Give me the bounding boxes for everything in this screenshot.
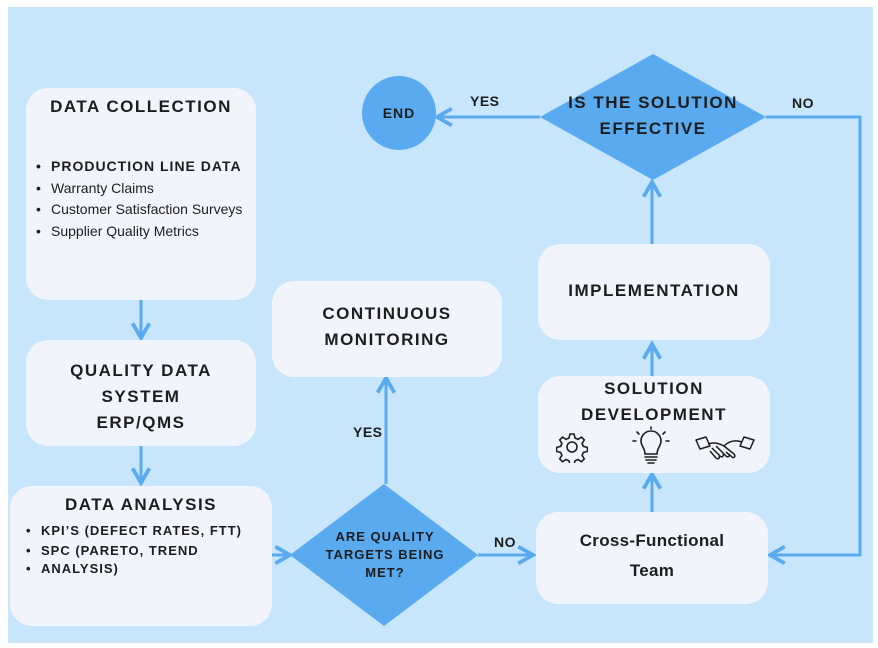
lightbulb-icon [632,426,670,464]
decision-effective-label: IS THE SOLUTION EFFECTIVE [560,90,746,142]
decision-targets-line1: ARE QUALITY [335,529,435,544]
list-item: Customer Satisfaction Surveys [36,199,256,221]
list-item: Warranty Claims [36,178,256,200]
cross-functional-line1: Cross-Functional [579,531,725,550]
decision-diamond-effective [540,54,766,180]
solution-development-box: SOLUTION DEVELOPMENT [538,376,770,473]
data-collection-title: DATA COLLECTION [50,97,232,116]
list-item: PRODUCTION LINE DATA [36,156,256,178]
continuous-monitoring-line2: MONITORING [324,330,450,349]
continuous-monitoring-box: CONTINUOUS MONITORING [272,281,502,377]
quality-system-line1: QUALITY DATA [70,361,212,380]
edge-label-no-loop: NO [792,95,814,111]
quality-data-system-box: QUALITY DATA SYSTEM ERP/QMS [26,340,256,446]
list-item: KPI’S (DEFECT RATES, FTT) [26,520,272,542]
handshake-icon [695,436,755,460]
edge-label-yes-monitoring: YES [353,424,383,440]
decision-targets-label: ARE QUALITY TARGETS BEING MET? [300,528,470,582]
data-collection-list: PRODUCTION LINE DATA Warranty Claims Cus… [36,156,256,242]
cross-functional-line2: Team [629,561,675,580]
data-collection-box: DATA COLLECTION PRODUCTION LINE DATA War… [26,88,256,300]
solution-development-line1: SOLUTION [604,379,704,398]
solution-development-line2: DEVELOPMENT [581,405,727,424]
list-item: Supplier Quality Metrics [36,221,256,243]
decision-effective-line1: IS THE SOLUTION [568,93,738,112]
list-item-continued: ANALYSIS) [26,560,272,578]
decision-targets-line3: MET? [365,565,405,580]
quality-system-line3: ERP/QMS [96,413,186,432]
decision-targets-line2: TARGETS BEING [325,547,445,562]
list-item: SPC (PARETO, TREND [26,542,272,560]
decision-diamond-targets [290,484,478,626]
edge-label-no-team: NO [494,534,516,550]
end-label: END [382,105,416,121]
decision-effective-line2: EFFECTIVE [599,119,707,138]
edge-label-yes-end: YES [470,93,500,109]
arrow-decision-no-loop-to-team [766,115,862,566]
end-circle [362,76,436,150]
list-item-text: ANALYSIS) [41,560,119,576]
gear-icon [556,433,588,463]
implementation-box: IMPLEMENTATION [538,244,770,340]
continuous-monitoring-line1: CONTINUOUS [322,304,452,323]
data-analysis-list: KPI’S (DEFECT RATES, FTT) SPC (PARETO, T… [26,520,272,578]
quality-system-line2: SYSTEM [101,387,181,406]
data-analysis-title: DATA ANALYSIS [64,495,218,514]
data-analysis-box: DATA ANALYSIS KPI’S (DEFECT RATES, FTT) … [10,486,272,626]
implementation-label: IMPLEMENTATION [568,281,740,300]
cross-functional-team-box: Cross-Functional Team [536,512,768,604]
